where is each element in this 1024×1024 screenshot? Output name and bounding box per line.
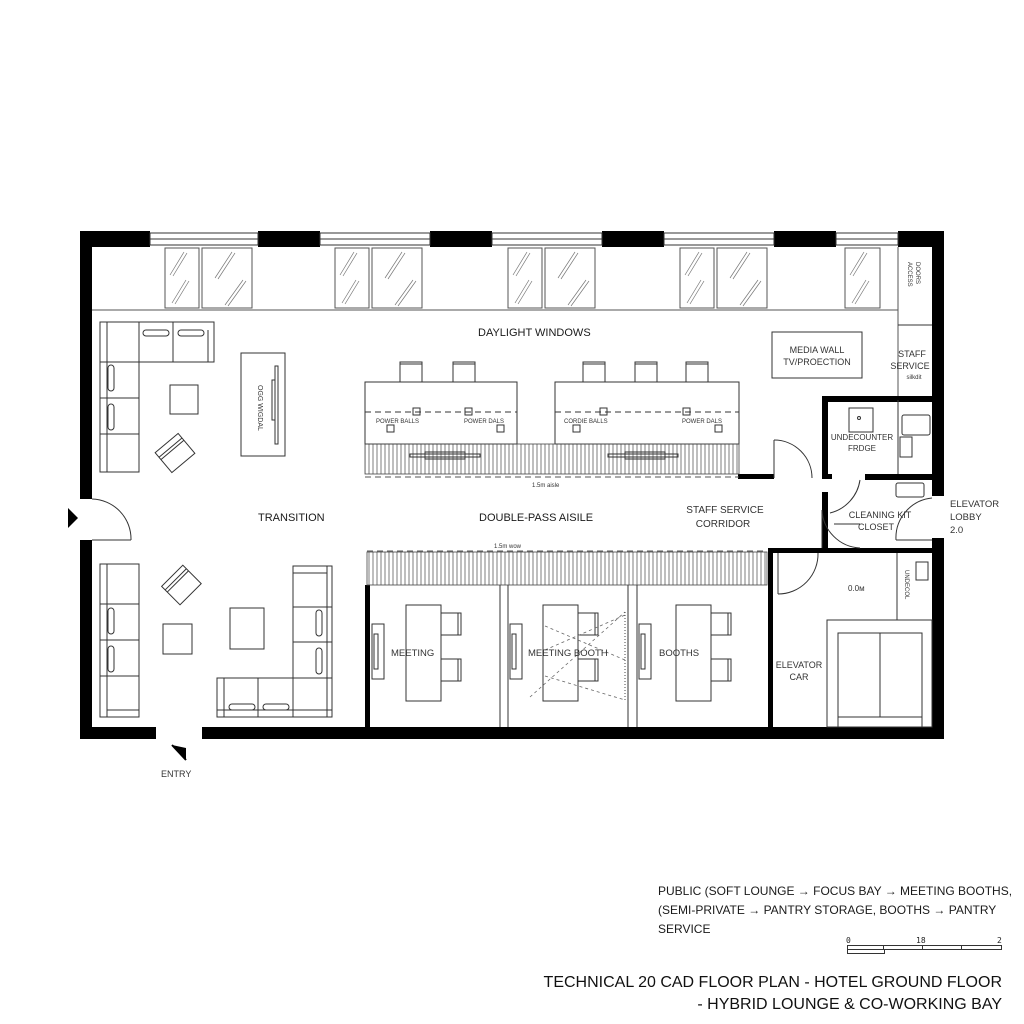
- label-meeting-3: BOOTHS: [659, 648, 699, 659]
- label-elevator-lobby-3: 2.0: [950, 525, 963, 536]
- drawing-title: TECHNICAL 20 CAD FLOOR PLAN - HOTEL GROU…: [544, 972, 1002, 1016]
- label-media-wall-2: TV/PROECTION: [783, 357, 851, 367]
- label-meeting-1: MEETING: [391, 648, 434, 659]
- power-label-4: POWER DALS: [682, 419, 722, 425]
- window-bays: [149, 232, 899, 246]
- focus-bay-desks: [364, 361, 740, 445]
- label-double-pass-aisle: DOUBLE-PASS AISILE: [479, 512, 593, 524]
- label-daylight-windows: DAYLIGHT WINDOWS: [478, 327, 591, 339]
- label-cleaning-1: CLEANING KIT: [849, 510, 912, 520]
- label-staff-service-1: STAFF: [898, 349, 926, 359]
- label-undercounter-1: UNDECOUNTER: [831, 433, 893, 442]
- power-label-1: POWER BALLS: [376, 419, 419, 425]
- label-access-doors-2: DOORS: [914, 262, 920, 284]
- note-line-3: SERVICE: [658, 922, 711, 936]
- scale-label-2: 2: [997, 936, 1002, 945]
- power-label-2: POWER DALS: [464, 419, 504, 425]
- label-staff-service-3: silkdit: [906, 375, 921, 381]
- aisle-lights: [409, 451, 679, 460]
- label-staff-corridor-1: STAFF SERVICE: [686, 505, 764, 516]
- doors: [91, 439, 933, 595]
- note-line-1: PUBLIC (SOFT LOUNGE → FOCUS BAY → MEETIN…: [658, 884, 1013, 898]
- title-line-2: - HYBRID LOUNGE & CO-WORKING BAY: [697, 996, 1002, 1013]
- label-meeting-2: MEETING BOOTH: [528, 648, 608, 659]
- power-label-3: CORDIE BALLS: [564, 419, 608, 425]
- interior-walls: [365, 396, 944, 739]
- title-line-1: TECHNICAL 20 CAD FLOOR PLAN - HOTEL GROU…: [543, 974, 1002, 991]
- meeting-booths: [371, 585, 732, 727]
- daylight-window-panels: [92, 247, 899, 400]
- label-media-wall: MEDIA WALL: [790, 345, 845, 355]
- aisle-hatch-bottom: [366, 551, 768, 586]
- label-staff-corridor-2: CORRIDOR: [696, 519, 750, 530]
- aisle-hatch-top: [364, 443, 740, 475]
- aisle-dim-top: 1.5m aisle: [532, 483, 560, 489]
- lounge-console-label: OGG WIGDAL: [256, 385, 263, 431]
- entry-arrow-left-icon: [68, 508, 78, 528]
- room-labels: DAYLIGHT WINDOWS MEDIA WALL TV/PROECTION…: [161, 262, 999, 779]
- label-elevator-lobby-1: ELEVATOR: [950, 499, 999, 510]
- label-staff-service-2: SERVICE: [890, 361, 929, 371]
- scale-label-0: 0: [846, 936, 851, 945]
- aisle-dim-bottom: 1.5m wow: [494, 544, 522, 550]
- exterior-walls: [80, 231, 944, 739]
- label-entry: ENTRY: [161, 769, 191, 779]
- zoning-notes: PUBLIC (SOFT LOUNGE → FOCUS BAY → MEETIN…: [658, 882, 1018, 939]
- label-transition: TRANSITION: [258, 512, 325, 524]
- lounge-sofa-upper: [99, 321, 286, 474]
- scale-label-18: 18: [916, 936, 926, 945]
- label-access-doors: ACCESS: [906, 262, 912, 287]
- lounge-sofa-lower: [99, 563, 333, 718]
- note-line-2: (SEMI-PRIVATE → PANTRY STORAGE, BOOTHS →…: [658, 903, 997, 917]
- label-service-vertical: UNDECOL: [903, 570, 909, 600]
- label-elevator-car-1: ELEVATOR: [776, 660, 823, 670]
- label-elevator-car-2: CAR: [789, 672, 809, 682]
- scale-bar: [847, 945, 1002, 957]
- label-undercounter-2: FRDGE: [848, 444, 876, 453]
- label-elevator-lobby-2: LOBBY: [950, 512, 982, 523]
- service-area: [771, 324, 933, 728]
- label-cleaning-2: CLOSET: [858, 522, 895, 532]
- label-elevator-dim: 0.0м: [848, 584, 865, 593]
